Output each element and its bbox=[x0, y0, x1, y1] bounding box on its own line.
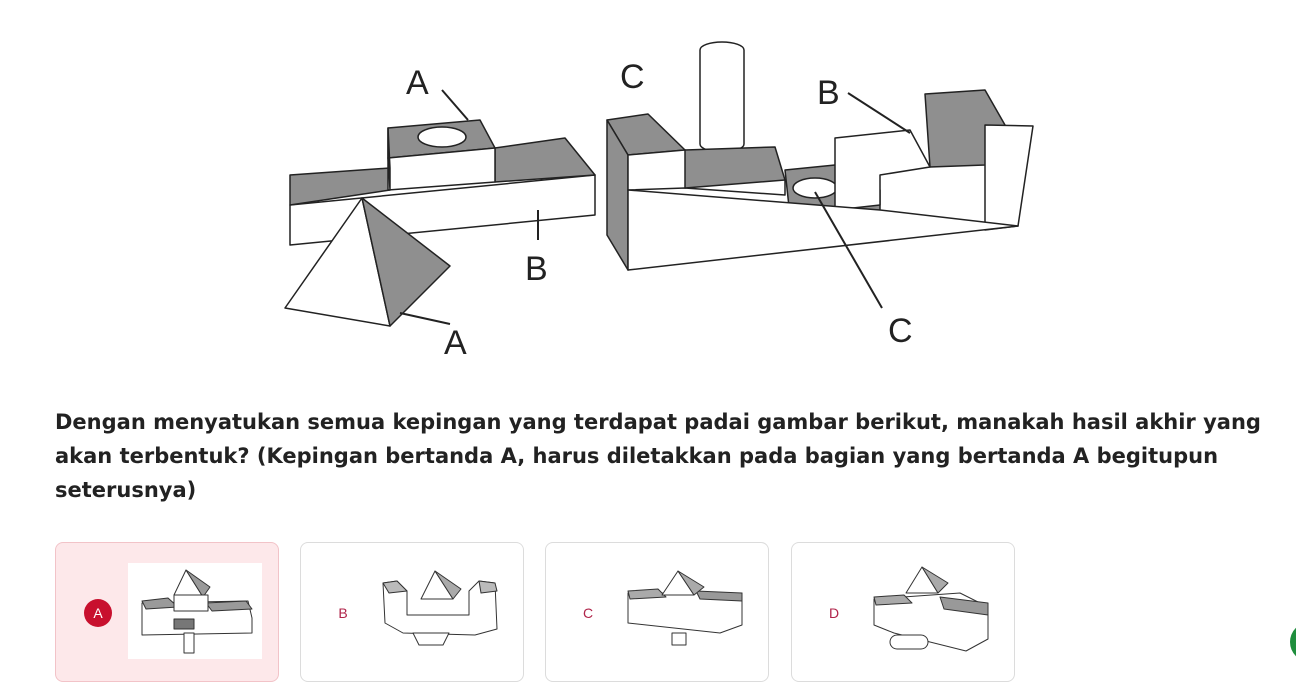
option-d[interactable]: D bbox=[791, 542, 1015, 682]
label-left-b: B bbox=[525, 250, 548, 288]
question-text: Dengan menyatukan semua kepingan yang te… bbox=[55, 410, 1261, 502]
puzzle-pieces-illustration: A B A C B C bbox=[284, 41, 1034, 362]
option-b[interactable]: B bbox=[300, 542, 524, 682]
puzzle-figure: A B A C B C bbox=[270, 30, 1050, 370]
option-letter-badge: A bbox=[84, 599, 112, 627]
floating-action-button[interactable] bbox=[1290, 622, 1296, 662]
right-piece bbox=[606, 41, 1034, 309]
option-c[interactable]: C bbox=[545, 542, 769, 682]
option-letter-badge: B bbox=[338, 605, 348, 621]
label-right-c-bottom: C bbox=[888, 312, 913, 350]
option-c-image bbox=[618, 563, 752, 659]
label-right-b: B bbox=[817, 74, 840, 112]
option-b-image bbox=[373, 563, 507, 659]
label-left-top-a: A bbox=[406, 64, 429, 102]
option-a-image bbox=[128, 563, 262, 659]
option-a[interactable]: A bbox=[55, 542, 279, 682]
label-left-bottom-a: A bbox=[444, 324, 467, 362]
option-letter-badge: D bbox=[828, 605, 840, 621]
label-right-c-top: C bbox=[620, 58, 645, 96]
option-d-image bbox=[864, 563, 998, 659]
option-letter-badge: C bbox=[582, 605, 594, 621]
left-piece bbox=[284, 89, 596, 327]
